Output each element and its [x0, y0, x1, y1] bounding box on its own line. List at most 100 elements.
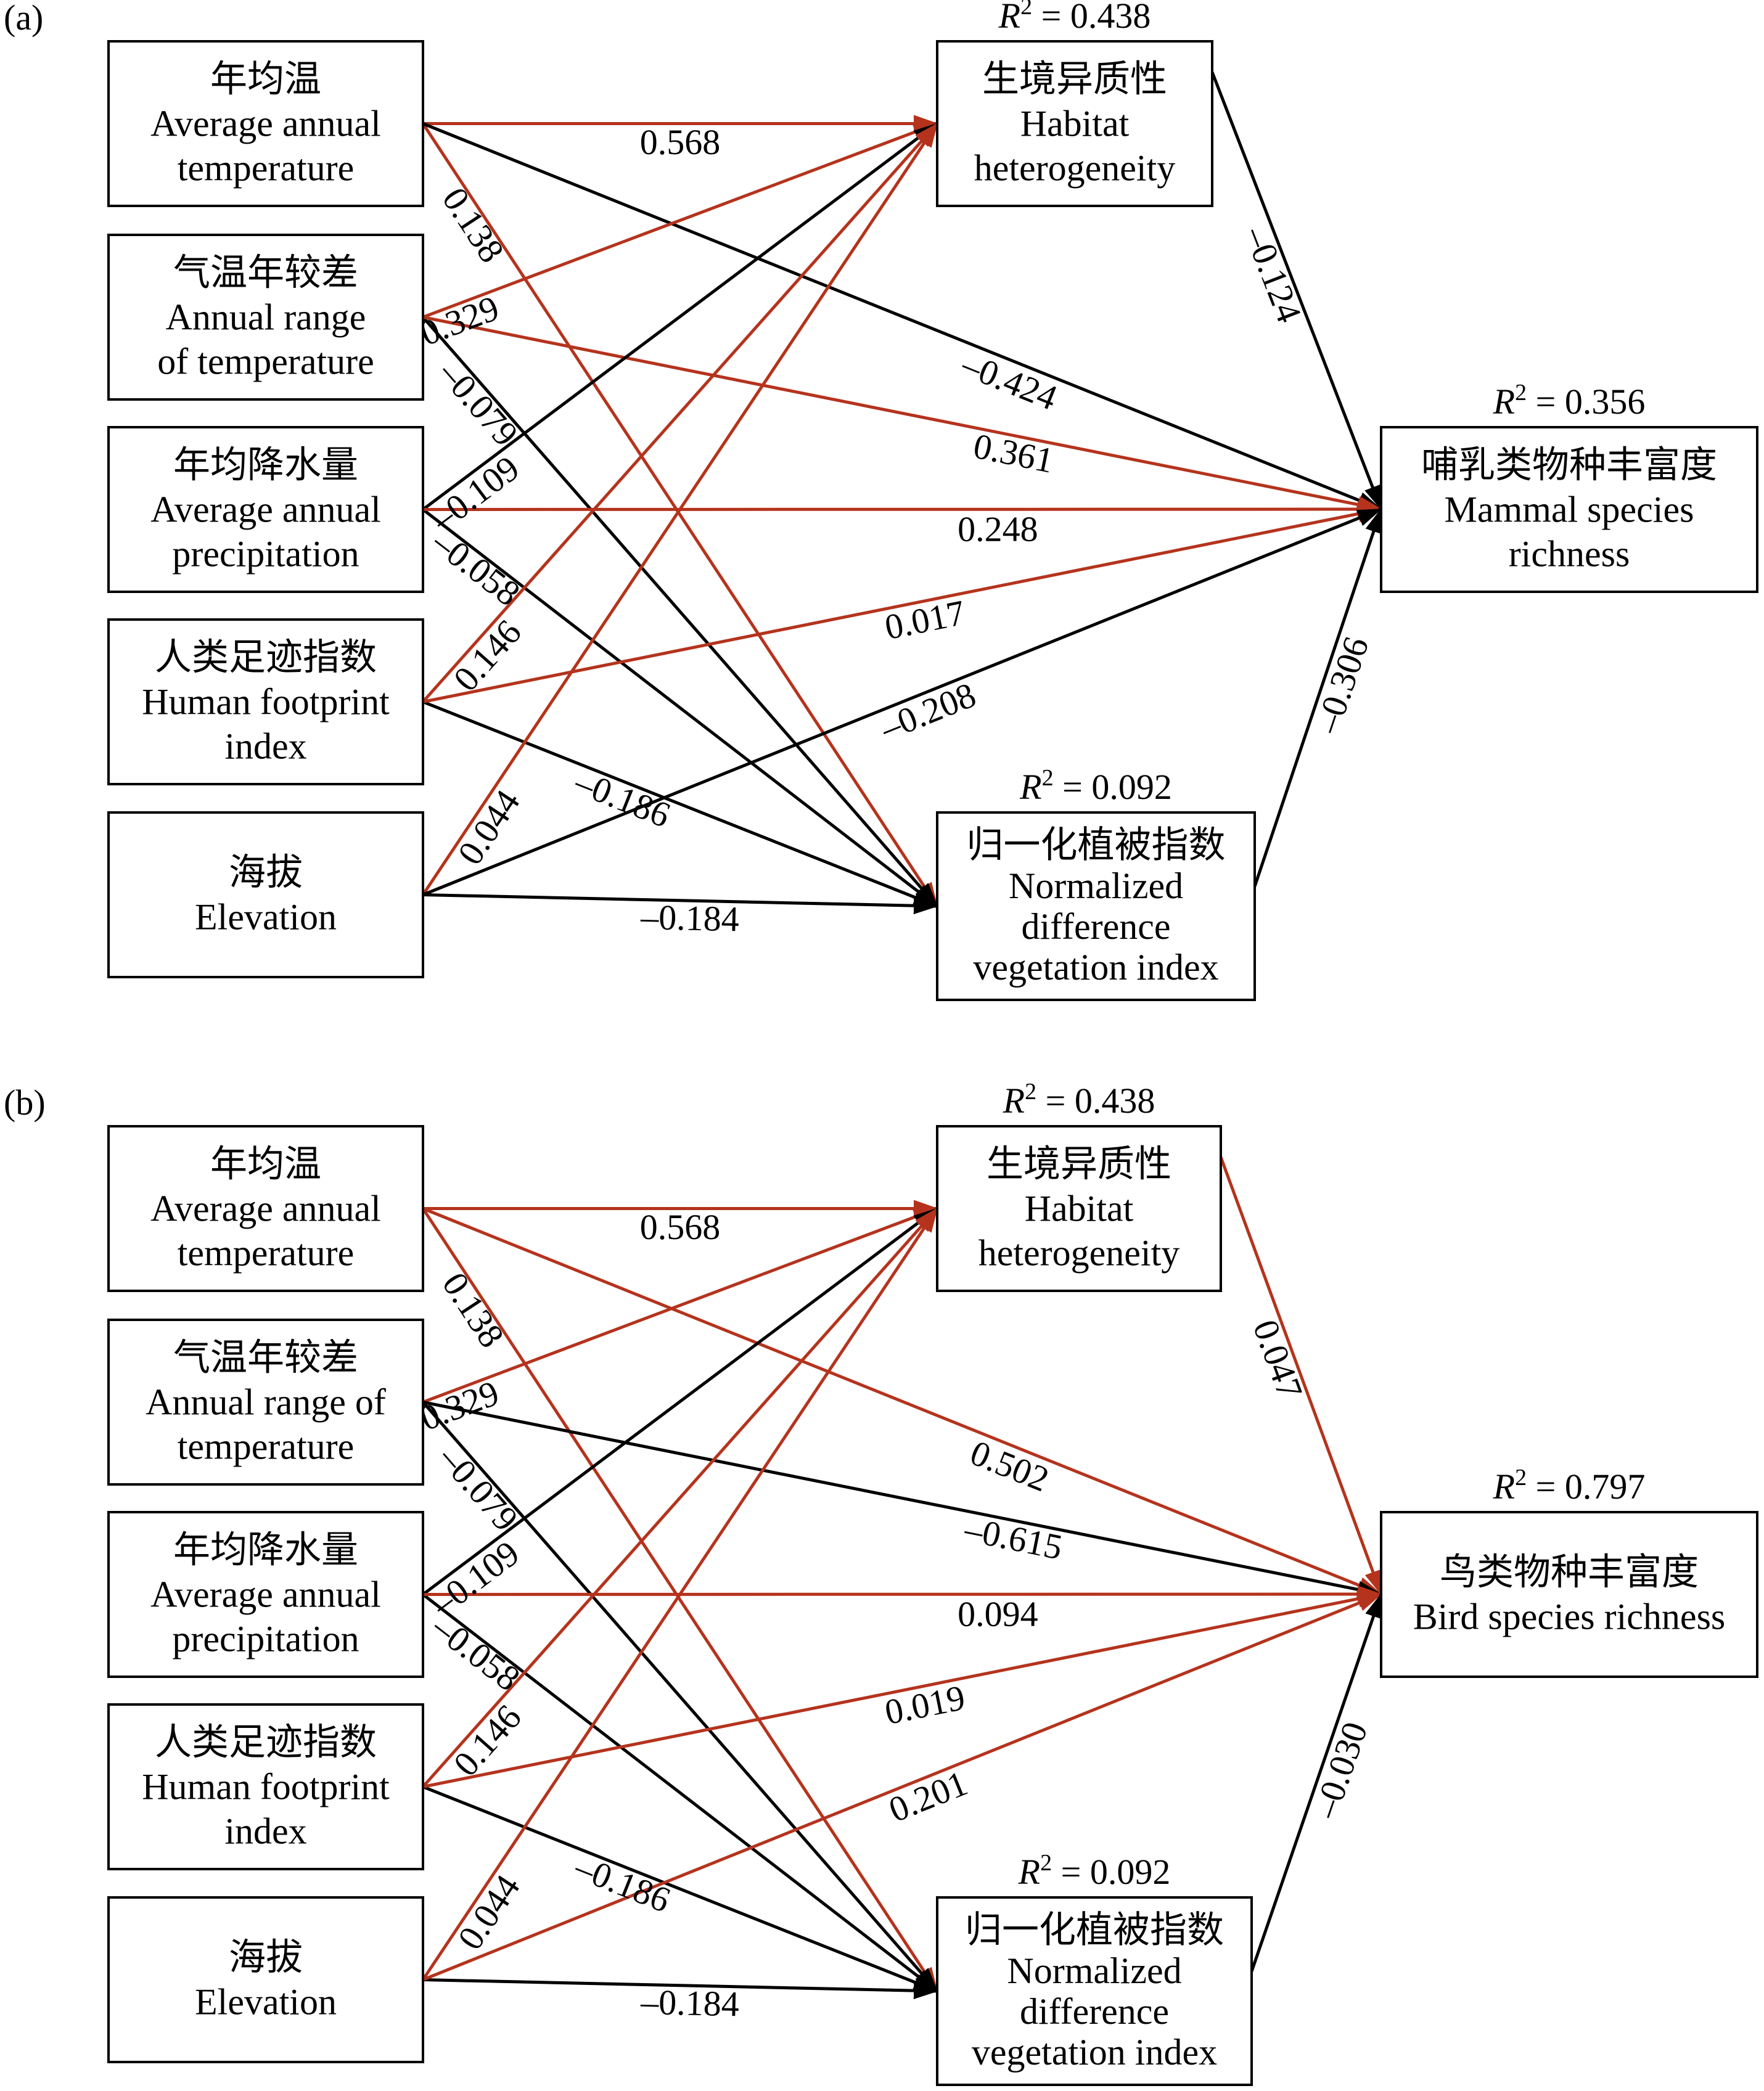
edge-label-tmean-to-hab: 0.568: [640, 1207, 721, 1247]
node-text-line: heterogeneity: [974, 148, 1176, 189]
edge-ndvi-to-rich: [1250, 1593, 1383, 1972]
edge-hfp-to-ndvi: [422, 700, 938, 908]
node-box: [107, 40, 424, 207]
node-box: [936, 1896, 1253, 2086]
edge-hab-to-rich: [1210, 72, 1383, 510]
r-squared-label: R2 = 0.438: [1003, 1079, 1155, 1121]
node-box: [936, 40, 1213, 207]
edge-ndvi-to-rich: [1253, 508, 1383, 887]
r-squared-label: R2 = 0.092: [1018, 1850, 1171, 1892]
edge-precip-to-ndvi: [422, 508, 938, 907]
edge-tmean-to-rich: [422, 122, 1382, 511]
edge-label-precip-to-hab: –0.109: [424, 448, 527, 539]
node-text-line: Annual range of: [146, 1382, 386, 1423]
node-text-line: 年均降水量: [173, 1530, 358, 1571]
edge-hfp-to-ndvi: [422, 1785, 938, 1993]
node-text-line: 年均温: [210, 59, 321, 100]
edge-label-hfp-to-ndvi: –0.186: [569, 1846, 676, 1920]
edge-label-elev-to-ndvi: –0.184: [640, 1982, 740, 2024]
node-text-line: Mammal species: [1445, 489, 1694, 530]
node-text-line: 归一化植被指数: [965, 1910, 1224, 1950]
r-squared-label: R2 = 0.092: [1019, 765, 1172, 807]
node-box: [107, 1896, 424, 2063]
edge-label-trange-to-hab: 0.329: [415, 1373, 504, 1439]
node-text-line: Habitat: [1025, 1189, 1134, 1229]
edge-label-hfp-to-ndvi: –0.186: [569, 761, 676, 835]
node-text-line: of temperature: [157, 342, 374, 382]
panel-b: (b)0.5680.1380.5020.329–0.079–0.615–0.10…: [4, 1079, 1758, 2086]
edge-precip-to-hab: [422, 1207, 938, 1596]
node-text-line: index: [224, 1811, 306, 1852]
edge-label-trange-to-rich: –0.615: [961, 1508, 1065, 1567]
edges: [421, 1156, 1383, 2000]
edge-tmean-to-ndvi: [421, 123, 939, 907]
edge-elev-to-ndvi: [422, 893, 938, 915]
edge-trange-to-ndvi: [422, 1401, 938, 1992]
edge-hfp-to-hab: [422, 122, 938, 703]
node-text-line: temperature: [178, 1233, 355, 1274]
node-text-line: Human footprint: [142, 682, 390, 722]
edge-elev-to-rich: [422, 1592, 1382, 1981]
node-text-line: temperature: [178, 148, 355, 189]
edge-label-elev-to-ndvi: –0.184: [640, 897, 740, 939]
edge-label-trange-to-hab: 0.329: [415, 288, 504, 354]
node-text-line: 海拔: [229, 1938, 303, 1978]
node-box: [107, 426, 424, 593]
edge-precip-to-rich: [422, 1586, 1382, 1603]
edge-label-precip-to-rich: 0.248: [958, 509, 1038, 549]
node-text-line: Human footprint: [142, 1767, 390, 1807]
edge-label-precip-to-ndvi: –0.058: [425, 1606, 528, 1699]
edge-label-hfp-to-hab: 0.146: [446, 1697, 529, 1784]
edge-label-elev-to-rich: –0.208: [874, 674, 981, 748]
node-text-line: heterogeneity: [978, 1233, 1180, 1274]
node-text-line: index: [224, 726, 306, 767]
node-text-line: 气温年较差: [173, 1338, 358, 1378]
node-text-line: 哺乳类物种丰富度: [1421, 445, 1717, 486]
edge-label-precip-to-rich: 0.094: [958, 1594, 1038, 1634]
node-text-line: Normalized: [1009, 865, 1183, 906]
node-text-line: Average annual: [150, 1189, 381, 1229]
edge-label-elev-to-rich: 0.201: [884, 1763, 973, 1830]
edge-label-ndvi-to-rich: –0.306: [1307, 632, 1377, 739]
node-text-line: 归一化植被指数: [967, 825, 1226, 865]
edge-label-precip-to-ndvi: –0.058: [425, 522, 528, 614]
r-squared-label: R2 = 0.438: [998, 0, 1151, 36]
edge-elev-to-hab: [421, 1207, 939, 1981]
edge-label-tmean-to-hab: 0.568: [640, 122, 721, 162]
r-squared-label: R2 = 0.356: [1493, 380, 1646, 422]
node-text-line: 人类足迹指数: [155, 637, 377, 678]
edge-hfp-to-rich: [422, 1590, 1382, 1788]
edge-label-trange-to-ndvi: –0.079: [431, 353, 527, 454]
node-text-line: Average annual: [150, 104, 381, 144]
edge-tmean-to-rich: [422, 1207, 1382, 1596]
node-text-line: 海拔: [229, 853, 303, 893]
edge-label-hfp-to-rich: 0.017: [882, 592, 969, 647]
node-text-line: Elevation: [195, 897, 337, 938]
node-box: [107, 234, 424, 401]
panel-label: (b): [4, 1082, 46, 1123]
edge-hfp-to-hab: [422, 1207, 938, 1788]
edge-label-tmean-to-rich: –0.424: [956, 344, 1062, 418]
node-box: [107, 811, 424, 978]
node-text-line: precipitation: [172, 1619, 359, 1659]
edge-hfp-to-rich: [422, 505, 1382, 703]
edge-elev-to-ndvi: [422, 1978, 938, 2000]
edge-precip-to-rich: [422, 501, 1382, 518]
edge-label-hfp-to-rich: 0.019: [882, 1677, 969, 1732]
panel-label: (a): [4, 0, 43, 38]
edge-label-ndvi-to-rich: –0.030: [1305, 1717, 1376, 1823]
node-text-line: difference: [1021, 906, 1170, 947]
